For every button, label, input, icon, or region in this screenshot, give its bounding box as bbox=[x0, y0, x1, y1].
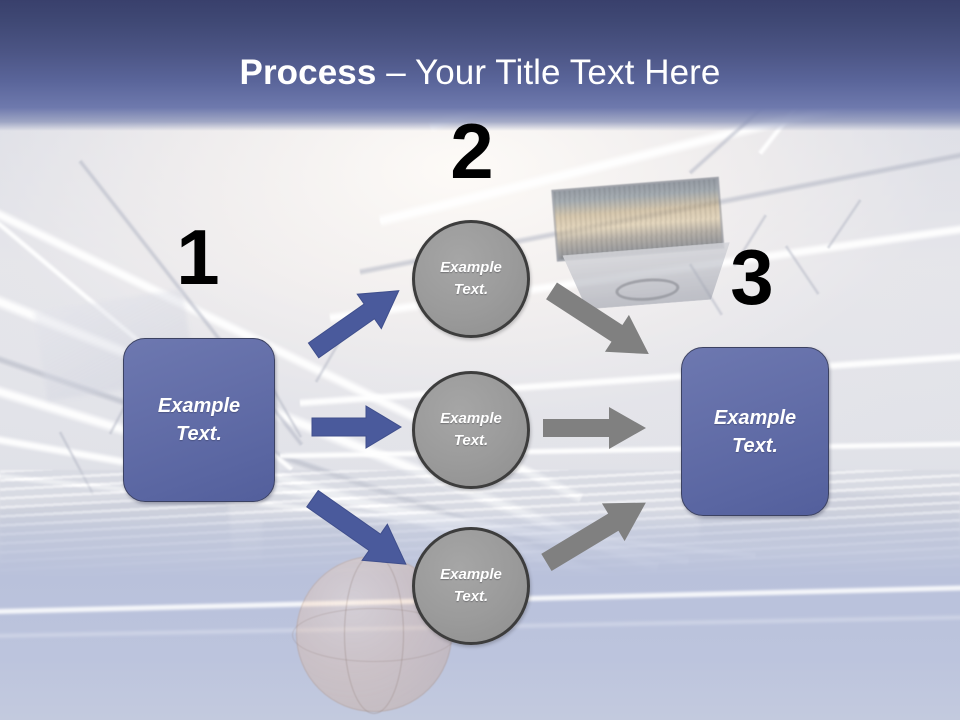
process-box-end-label: Example Text. bbox=[713, 406, 797, 457]
process-circle-top-label: Example Text. bbox=[440, 259, 502, 298]
arrow-middle-to-end bbox=[543, 407, 646, 449]
arrow-start-to-top bbox=[307, 290, 400, 359]
step-number-2: 2 bbox=[450, 107, 494, 195]
process-circle-top[interactable]: Example Text. bbox=[412, 220, 530, 338]
arrow-start-to-bottom bbox=[306, 489, 407, 565]
arrow-start-to-middle bbox=[311, 405, 402, 449]
process-circle-middle-label: Example Text. bbox=[440, 410, 502, 449]
process-circle-bottom[interactable]: Example Text. bbox=[412, 527, 530, 645]
page-title: Process – Your Title Text Here bbox=[0, 52, 960, 94]
basketball bbox=[292, 554, 456, 714]
step-number-1: 1 bbox=[176, 213, 220, 301]
process-circle-middle[interactable]: Example Text. bbox=[412, 371, 530, 489]
arrow-top-to-end bbox=[546, 282, 649, 355]
header-band bbox=[0, 0, 960, 131]
page-title-bold: Process bbox=[239, 53, 377, 92]
process-box-end[interactable]: Example Text. bbox=[681, 347, 829, 516]
process-box-start[interactable]: Example Text. bbox=[123, 338, 275, 502]
page-title-light: – Your Title Text Here bbox=[376, 53, 721, 92]
arrow-bottom-to-end bbox=[541, 502, 646, 571]
process-circle-bottom-label: Example Text. bbox=[440, 566, 502, 605]
process-box-start-label: Example Text. bbox=[157, 395, 241, 445]
step-number-3: 3 bbox=[730, 233, 774, 321]
